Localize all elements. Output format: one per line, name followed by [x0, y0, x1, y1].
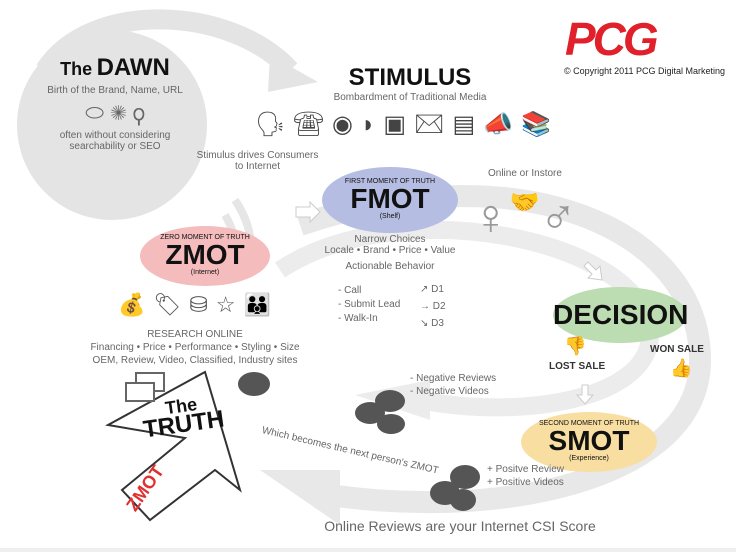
stimulus-title: STIMULUS [348, 64, 472, 91]
smot-sub: (Experience) [569, 455, 609, 462]
decision-ellipse: DECISION [553, 287, 689, 343]
dawn-icons: ⬭ ✺ ⚲ [20, 100, 210, 126]
windows-icon-front [125, 382, 155, 402]
fmot-sub: (Shelf) [379, 213, 401, 220]
action-submit-lead: - Submit Lead [338, 299, 401, 310]
mail-icon: ✉ [414, 111, 453, 138]
fmot-top: FIRST MOMENT OF TRUTH [344, 178, 436, 185]
d2: → D2 [420, 301, 446, 312]
negative-reviews: - Negative Reviews [410, 373, 497, 384]
online-or-instore: Online or Instore [488, 168, 562, 179]
d1: ↗ D1 [420, 284, 444, 295]
positive-review: + Positve Review [487, 464, 564, 475]
pcg-logo: PCG [565, 13, 659, 65]
truth-arrow [104, 370, 242, 522]
speech-bubble-icon [238, 372, 270, 396]
fmot-details: Narrow Choices Locale • Brand • Price • … [310, 234, 470, 272]
speaker-icon: 🗣 [255, 111, 294, 138]
actionable-behavior: Actionable Behavior [345, 261, 435, 272]
dawn-title-small: The [60, 59, 93, 79]
tag-icon: 🏷 [153, 292, 190, 317]
won-sale: WON SALE [650, 344, 704, 355]
arrow-to-decision [583, 261, 603, 281]
tv-icon: ▣ [383, 111, 415, 138]
research-sites: OEM, Review, Video, Classified, Industry… [92, 355, 298, 366]
zmot-top: ZERO MOMENT OF TRUTH [160, 234, 250, 241]
negative-list: - Negative Reviews - Negative Videos [410, 372, 496, 398]
research-title: RESEARCH ONLINE [147, 329, 243, 340]
star-icon: ☆ [215, 292, 244, 317]
fmot-title: FMOT [350, 183, 430, 214]
drives-line-2: to Internet [234, 161, 281, 172]
fmot-factors: Locale • Brand • Price • Value [324, 245, 456, 256]
smot-title: SMOT [548, 425, 630, 456]
smot-ellipse: SECOND MOMENT OF TRUTH SMOT (Experience) [521, 412, 657, 472]
books-icon: 📚 [521, 111, 560, 138]
newspaper-icon: ▤ [452, 111, 484, 138]
zmot-sub: (Internet) [190, 269, 220, 276]
decision-title: DECISION [553, 299, 689, 330]
database-icon: ⛁ [189, 292, 216, 317]
zmot-title: ZMOT [165, 239, 245, 270]
dawn-note-2: searchability or SEO [69, 141, 161, 152]
stimulus: STIMULUS Bombardment of Traditional Medi… [310, 64, 510, 103]
action-list: - Call - Submit Lead - Walk-In [338, 284, 400, 326]
lost-sale: LOST SALE [549, 361, 606, 372]
eye-icon: ◉ [331, 111, 361, 138]
arrow-to-fmot [295, 200, 321, 224]
media-icons: 🗣☎◉◗▣✉▤📣📚 [255, 110, 559, 139]
dawn-title-big: DAWN [96, 54, 170, 81]
ear-icon: ◗ [360, 111, 384, 138]
stimulus-subtitle: Bombardment of Traditional Media [333, 92, 487, 103]
action-call: - Call [338, 285, 362, 296]
smot-top: SECOND MOMENT OF TRUTH [538, 420, 640, 427]
copyright: © Copyright 2011 PCG Digital Marketing [564, 66, 726, 76]
positive-list: + Positve Review + Positive Videos [487, 463, 564, 489]
thumbs-up-icon: 👍 [670, 358, 693, 378]
action-walk-in: - Walk-In [338, 313, 378, 324]
research-icons: 💰🏷⛁☆👪 [118, 292, 279, 318]
thumbs-down-icon: 👎 [564, 336, 587, 356]
fmot-ellipse: FIRST MOMENT OF TRUTH FMOT (Shelf) [322, 167, 458, 233]
phone-icon: ☎ [293, 111, 332, 138]
handshake-icon: 🤝 [509, 189, 540, 216]
money-bag-icon: 💰 [118, 292, 154, 317]
dawn-arrowhead [268, 55, 318, 92]
outer-arrowhead [260, 470, 340, 525]
research-factors: Financing • Price • Performance • Stylin… [90, 342, 300, 353]
arrow-to-smot [575, 384, 595, 405]
pill-icon: ⬭ [85, 100, 105, 125]
positive-bubbles-icon [430, 465, 485, 515]
outer-loop [296, 185, 712, 514]
dawn: The DAWN Birth of the Brand, Name, URL ⬭… [20, 54, 210, 152]
negative-videos: - Negative Videos [410, 386, 489, 397]
dawn-subtitle: Birth of the Brand, Name, URL [47, 85, 183, 96]
decision-list: ↗ D1 → D2 ↘ D3 [420, 281, 446, 332]
caption: Online Reviews are your Internet CSI Sco… [324, 518, 596, 534]
woman-icon: ♀ [472, 189, 510, 245]
bottom-divider [0, 548, 736, 552]
magnifier-icon: ⚲ [133, 100, 145, 125]
d3: ↘ D3 [420, 318, 444, 329]
negative-bubbles-icon [355, 390, 415, 440]
man-icon: ♂ [539, 189, 577, 245]
positive-videos: + Positive Videos [487, 477, 564, 488]
megaphone-icon: 📣 [483, 111, 522, 138]
research-online: RESEARCH ONLINE Financing • Price • Perf… [90, 328, 300, 367]
family-icon: 👪 [243, 292, 279, 317]
dawn-arrow [36, 9, 298, 78]
dawn-note-1: often without considering [59, 130, 171, 141]
narrow-choices: Narrow Choices [354, 234, 426, 245]
dawn-circle [17, 30, 207, 220]
people-handshake: ♀🤝♂ [472, 188, 577, 246]
drives-line-1: Stimulus drives Consumers [196, 150, 319, 161]
web-icon: ✺ [110, 100, 127, 125]
zmot-ellipse: ZERO MOMENT OF TRUTH ZMOT (Internet) [140, 226, 270, 286]
